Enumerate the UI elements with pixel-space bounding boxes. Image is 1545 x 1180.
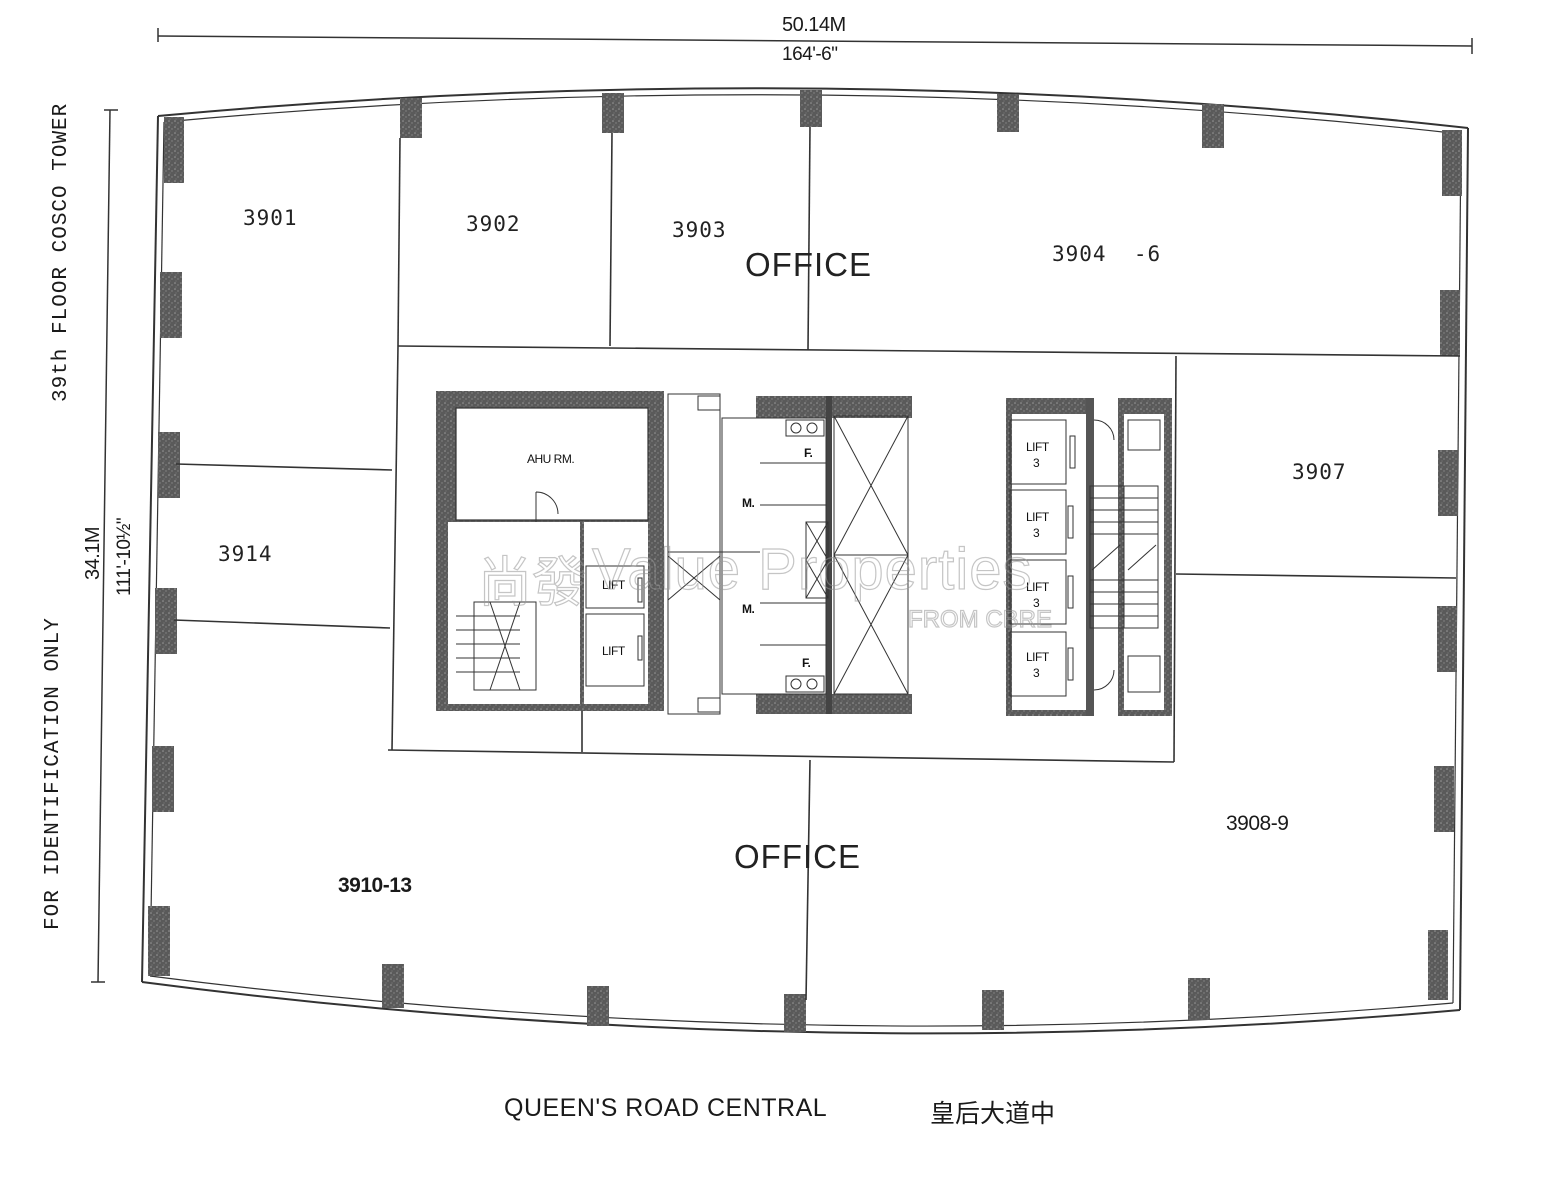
core-east-block (1006, 398, 1172, 716)
unit-label-3908-9: 3908-9 (1226, 812, 1289, 835)
unit-label-3902: 3902 (466, 212, 521, 236)
office-zone-north-label: OFFICE (745, 246, 872, 283)
unit-label-3904-6: 3904 -6 (1052, 242, 1162, 266)
watermark-sub: FROM CBRE (907, 605, 1052, 633)
west-lift-1-label: LIFT (602, 578, 625, 592)
east-lift-4-bank: 3 (1033, 666, 1040, 680)
depth-dimension-line (91, 109, 118, 983)
unit-label-3901: 3901 (243, 206, 298, 230)
watermark-brand: Value Properties (591, 536, 1033, 602)
street-name-chinese: 皇后大道中 (930, 1099, 1056, 1128)
depth-imperial-label: 111'-10½" (114, 517, 135, 596)
core-west-block (436, 391, 664, 711)
core-shaft (833, 415, 909, 695)
unit-label-3910-13: 3910-13 (338, 874, 412, 897)
unit-label-3903: 3903 (672, 218, 727, 242)
toilet-male-north-label: M. (742, 496, 755, 510)
core-toilets (721, 396, 912, 714)
unit-partitions (173, 126, 1461, 1001)
unit-label-3907: 3907 (1292, 460, 1347, 484)
identification-disclaimer: FOR IDENTIFICATION ONLY (42, 617, 65, 930)
ahu-room-label: AHU RM. (527, 452, 575, 466)
street-name: QUEEN'S ROAD CENTRAL (504, 1094, 828, 1122)
toilet-male-south-label: M. (742, 602, 755, 616)
core-corridor (667, 393, 760, 715)
toilet-female-south-label: F. (802, 656, 811, 670)
structural-columns (148, 90, 1462, 1032)
east-lift-2-bank: 3 (1033, 526, 1040, 540)
east-lift-4-label: LIFT (1026, 650, 1049, 664)
east-lift-1-label: LIFT (1026, 440, 1049, 454)
east-lift-2-label: LIFT (1026, 510, 1049, 524)
east-lift-1-bank: 3 (1033, 456, 1040, 470)
east-lift-3-bank: 3 (1033, 596, 1040, 610)
toilet-female-north-label: F. (804, 446, 813, 460)
width-dimension-line (157, 28, 1473, 54)
width-metric-label: 50.14M (782, 14, 846, 36)
drawing-title: 39th FLOOR COSCO TOWER (50, 102, 73, 402)
west-lift-2-label: LIFT (602, 644, 625, 658)
watermark-chinese: 尚發 (477, 552, 586, 613)
office-zone-south-label: OFFICE (734, 838, 861, 875)
unit-label-3914: 3914 (218, 542, 273, 566)
east-lift-3-label: LIFT (1026, 580, 1049, 594)
depth-metric-label: 34.1M (82, 526, 104, 580)
width-imperial-label: 164'-6" (782, 44, 838, 65)
